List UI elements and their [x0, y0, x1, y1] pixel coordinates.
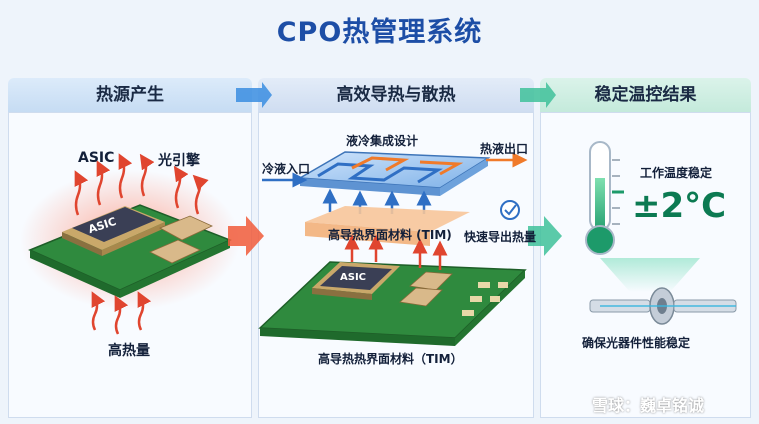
flow-arrow-1 [236, 82, 272, 108]
left-optical-label: 光引擎 [158, 153, 200, 169]
transfer-arrow-right [528, 216, 562, 256]
temp-value: ±2°C [632, 186, 727, 226]
chip-heat-arrows [344, 234, 448, 270]
header-conduction: 高效导热与散热 [258, 78, 534, 112]
tim-label: 高导热界面材料 (TIM) [328, 228, 452, 242]
header-heat-source-label: 热源产生 [96, 85, 164, 105]
coolant-in-label: 冷液入口 [262, 162, 311, 176]
left-heat-label: 高热量 [108, 343, 150, 359]
tim-bottom-label: 高导热热界面材料（TIM） [318, 352, 463, 366]
header-result-label: 稳定温控结果 [594, 85, 697, 105]
tim-layer [305, 206, 470, 246]
header-result: 稳定温控结果 [540, 78, 751, 112]
left-asic-label: ASIC [78, 150, 115, 166]
watermark: 雪球：巍卓铭诚 [592, 396, 705, 415]
check-icon [500, 200, 520, 220]
fast-transfer-label: 快速导出热量 [464, 230, 537, 244]
middle-pcb-board [258, 261, 527, 346]
liquid-cold-plate [297, 151, 491, 196]
left-asic-chip [62, 206, 165, 256]
header-conduction-label: 高效导热与散热 [336, 85, 456, 105]
middle-asic-chip [312, 262, 400, 300]
coolant-channels [317, 156, 464, 184]
heat-arrows-up [74, 153, 209, 216]
thermometer-icon [585, 141, 624, 255]
transfer-arrow-left [228, 216, 264, 256]
pcb-pads [462, 282, 508, 316]
middle-chip-text: ASIC [340, 272, 367, 283]
optical-connector-icon [589, 287, 737, 325]
left-optical-engine [149, 215, 213, 264]
middle-optical-modules [399, 271, 453, 307]
flow-arrow-2 [520, 82, 556, 108]
optical-stable-label: 确保光器件性能稳定 [582, 336, 691, 350]
stability-beam [600, 258, 700, 292]
header-heat-source: 热源产生 [8, 78, 252, 112]
stable-temp-label: 工作温度稳定 [640, 166, 713, 180]
coldplate-label: 液冷集成设计 [346, 134, 419, 148]
page-title: CPO热管理系统 [276, 17, 483, 48]
heat-arrows-down [91, 291, 152, 335]
hot-out-label: 热液出口 [480, 142, 529, 156]
